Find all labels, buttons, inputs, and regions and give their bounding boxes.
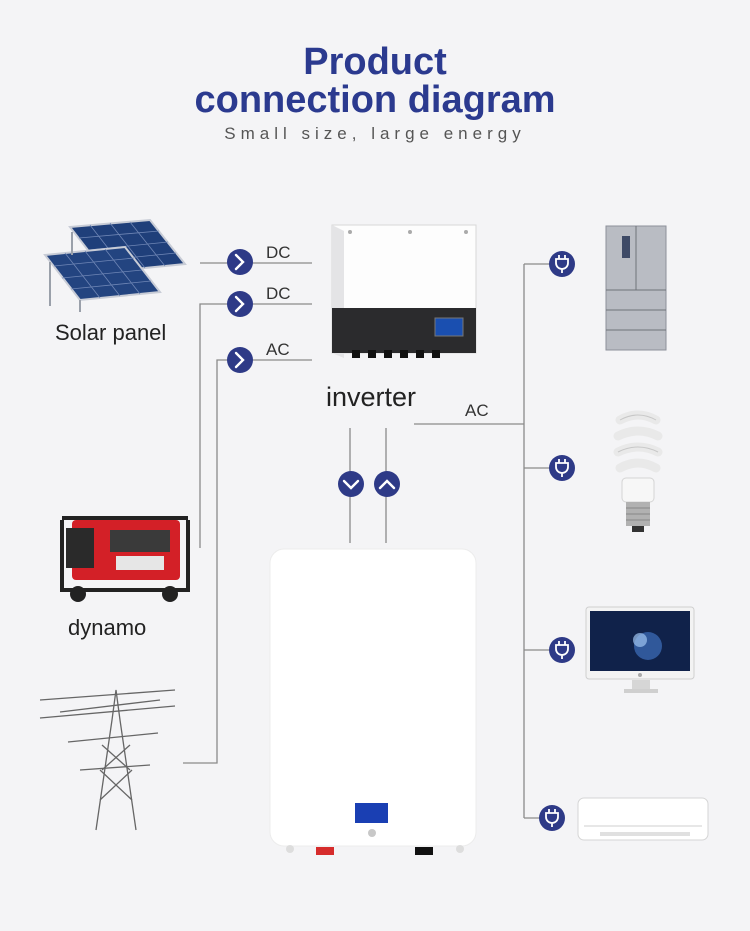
- chevron-right-icon: [227, 347, 253, 373]
- inverter-icon: [331, 224, 477, 358]
- inverter-label: inverter: [326, 382, 417, 412]
- dynamo-label: dynamo: [68, 615, 147, 640]
- page-subtitle: Small size, large energy: [224, 124, 526, 143]
- generator-icon: [40, 505, 198, 610]
- page-title-line-2: connection diagram: [194, 79, 556, 121]
- grid-ac-label: AC: [266, 340, 290, 359]
- chevron-down-icon: [338, 471, 364, 497]
- monitor-icon: [585, 606, 695, 693]
- grid-line: [183, 359, 312, 764]
- chevron-right-icon: [227, 291, 253, 317]
- output-ac-label: AC: [465, 401, 489, 420]
- plug-icon: [549, 455, 575, 481]
- chevron-right-icon: [227, 249, 253, 275]
- light-bulb-icon: [613, 410, 663, 532]
- power-tower-icon: [39, 689, 176, 831]
- dynamo-line: [199, 303, 312, 548]
- page-title-line-1: Product: [303, 41, 447, 83]
- solar-panel-label: Solar panel: [55, 320, 167, 345]
- chevron-up-icon: [374, 471, 400, 497]
- dynamo-dc-label: DC: [266, 284, 291, 303]
- solar-dc-label: DC: [266, 243, 291, 262]
- fridge-icon: [605, 225, 667, 351]
- plug-icon: [549, 637, 575, 663]
- plug-icon: [539, 805, 565, 831]
- plug-icon: [549, 251, 575, 277]
- battery-icon: [269, 548, 477, 855]
- solar-panel-icon: [43, 218, 187, 312]
- air-conditioner-icon: [577, 797, 709, 841]
